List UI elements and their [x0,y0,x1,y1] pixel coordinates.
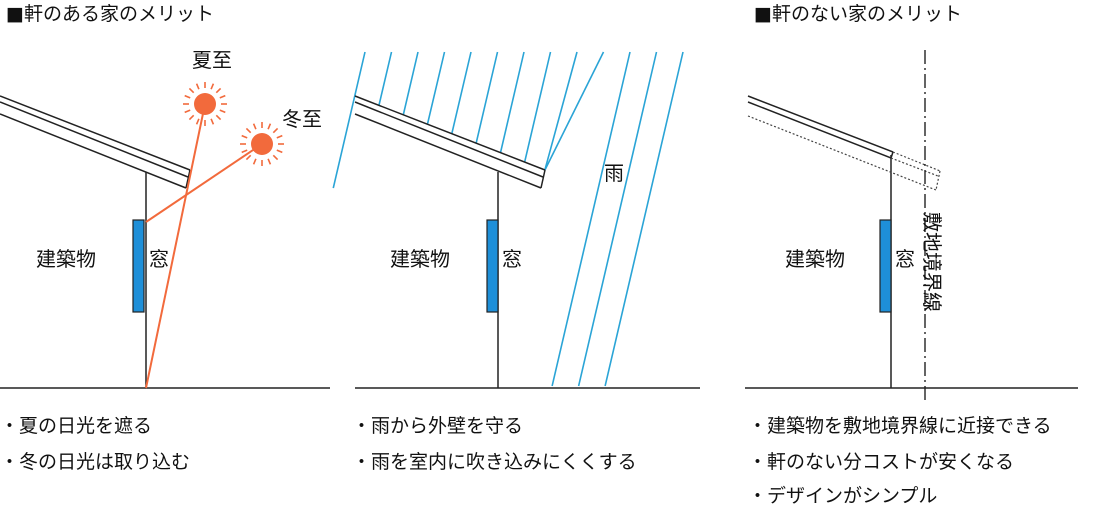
rain-streak [544,51,578,171]
summer-sun-icon [183,82,227,126]
summer-sunlight-ray [145,103,206,389]
rain-streak [332,51,366,189]
roof-with-eaves [354,95,546,189]
building-label: 建築物 [390,247,450,271]
middle-bullet-2: ・雨を室内に吹き込みにくくする [352,451,637,473]
rain-streak [378,51,393,106]
building-label: 建築物 [785,247,845,271]
middle-panel: 雨 建築物 窓 ・雨から外壁を守る ・雨を室内に吹き込みにくくする [332,51,700,473]
rain-lines [332,51,684,387]
rain-streak [523,51,552,163]
winter-solstice-label: 冬至 [282,107,322,131]
right-panel-title: ■軒のない家のメリット [754,3,962,25]
left-bullet-2: ・冬の日光は取り込む [0,451,190,473]
window-label: 窓 [149,247,169,271]
window [132,219,145,313]
right-bullet-2: ・軒のない分コストが安くなる [748,451,1014,473]
window [879,219,892,313]
rain-streak [475,51,499,144]
building-label: 建築物 [36,247,96,271]
rain-streak [499,51,525,153]
rain-streak [426,51,446,125]
window [486,219,499,313]
left-panel: ■軒のある家のメリット [0,3,330,473]
rain-streak [551,51,631,387]
roof-without-eaves [747,95,894,159]
left-bullet-1: ・夏の日光を遮る [0,415,152,437]
site-boundary-label: 敷地境界線 [920,212,944,312]
winter-sunlight-ray [145,143,263,223]
window-label: 窓 [895,247,915,271]
removed-eaves-outline [747,115,941,191]
rain-streak [577,51,658,387]
rain-streak [544,51,605,171]
right-bullet-1: ・建築物を敷地境界線に近接できる [748,415,1052,437]
rain-streak [451,51,472,134]
rain-streak [604,51,684,387]
right-panel: ■軒のない家のメリット 建築物 窓 敷地境界線 ・建築物を敷地境界線に近接できる… [745,3,1078,506]
summer-solstice-label: 夏至 [192,48,232,72]
window-label: 窓 [502,247,522,271]
rain-label: 雨 [604,161,624,185]
roof-with-eaves [0,95,191,189]
rain-streak [402,51,419,115]
left-panel-title: ■軒のある家のメリット [6,3,214,25]
winter-sun-icon [240,122,284,166]
middle-bullet-1: ・雨から外壁を守る [352,415,523,437]
right-bullet-3: ・デザインがシンプル [748,485,937,506]
